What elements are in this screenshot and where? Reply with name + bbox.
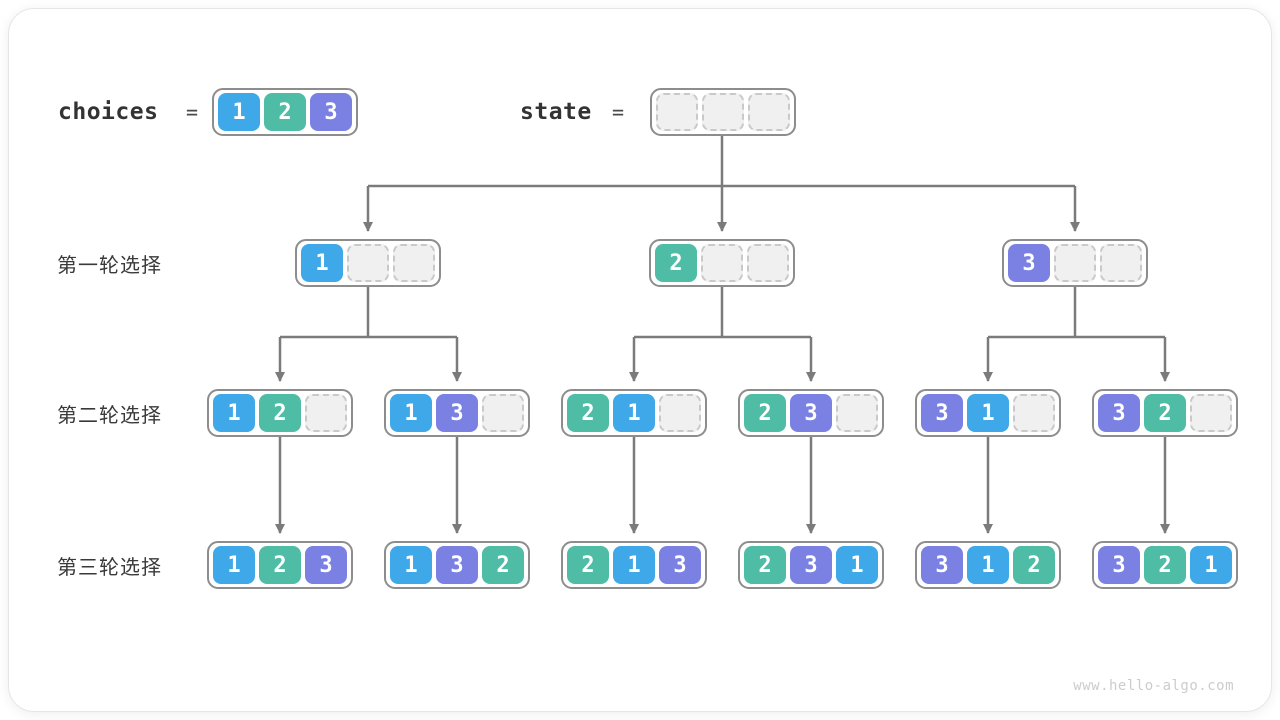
state-array [650,88,796,136]
array-cell-2: 2 [1144,546,1186,584]
array-cell-3: 3 [1008,244,1050,282]
array-cell-empty [1100,244,1142,282]
array-cell-empty [656,93,698,131]
array-cell-empty [393,244,435,282]
array-cell-empty [659,394,701,432]
array-cell-3: 3 [921,546,963,584]
choices-equals-sign: = [186,100,199,124]
array-cell-3: 3 [436,394,478,432]
array-cell-3: 3 [921,394,963,432]
array-cell-3: 3 [310,93,352,131]
array-cell-1: 1 [213,546,255,584]
array-cell-1: 1 [390,546,432,584]
array-cell-empty [347,244,389,282]
state-equals-sign: = [612,100,625,124]
array-cell-empty [305,394,347,432]
array-cell-1: 1 [967,394,1009,432]
array-cell-2: 2 [567,546,609,584]
array-cell-2: 2 [655,244,697,282]
array-cell-empty [747,244,789,282]
array-cell-1: 1 [301,244,343,282]
array-cell-2: 2 [259,394,301,432]
array-cell-3: 3 [1098,394,1140,432]
array-cell-2: 2 [744,546,786,584]
array-cell-2: 2 [482,546,524,584]
array-cell-2: 2 [259,546,301,584]
array-cell-1: 1 [218,93,260,131]
array-cell-empty [1013,394,1055,432]
array-cell-2: 2 [1144,394,1186,432]
array-cell-3: 3 [436,546,478,584]
state-label: state [520,99,592,125]
array-cell-2: 2 [567,394,609,432]
tree-node-r1-3: 3 [1002,239,1148,287]
array-cell-2: 2 [744,394,786,432]
array-cell-empty [482,394,524,432]
array-cell-2: 2 [264,93,306,131]
array-cell-3: 3 [790,394,832,432]
array-cell-empty [701,244,743,282]
array-cell-1: 1 [1190,546,1232,584]
array-cell-1: 1 [613,546,655,584]
array-cell-empty [748,93,790,131]
array-cell-1: 1 [213,394,255,432]
array-cell-1: 1 [613,394,655,432]
tree-node-r1-2: 2 [649,239,795,287]
array-cell-empty [836,394,878,432]
array-cell-1: 1 [390,394,432,432]
array-cell-3: 3 [659,546,701,584]
array-cell-3: 3 [790,546,832,584]
array-cell-2: 2 [1013,546,1055,584]
array-cell-1: 1 [836,546,878,584]
tree-node-r1-1: 1 [295,239,441,287]
row-label-round-3: 第三轮选择 [57,556,162,579]
array-cell-empty [1054,244,1096,282]
array-cell-3: 3 [1098,546,1140,584]
array-cell-empty [1190,394,1232,432]
array-cell-3: 3 [305,546,347,584]
array-cell-1: 1 [967,546,1009,584]
choices-label: choices [58,99,159,125]
row-label-round-2: 第二轮选择 [57,404,162,427]
array-cell-empty [702,93,744,131]
row-label-round-1: 第一轮选择 [57,254,162,277]
watermark: www.hello-algo.com [1073,678,1234,694]
